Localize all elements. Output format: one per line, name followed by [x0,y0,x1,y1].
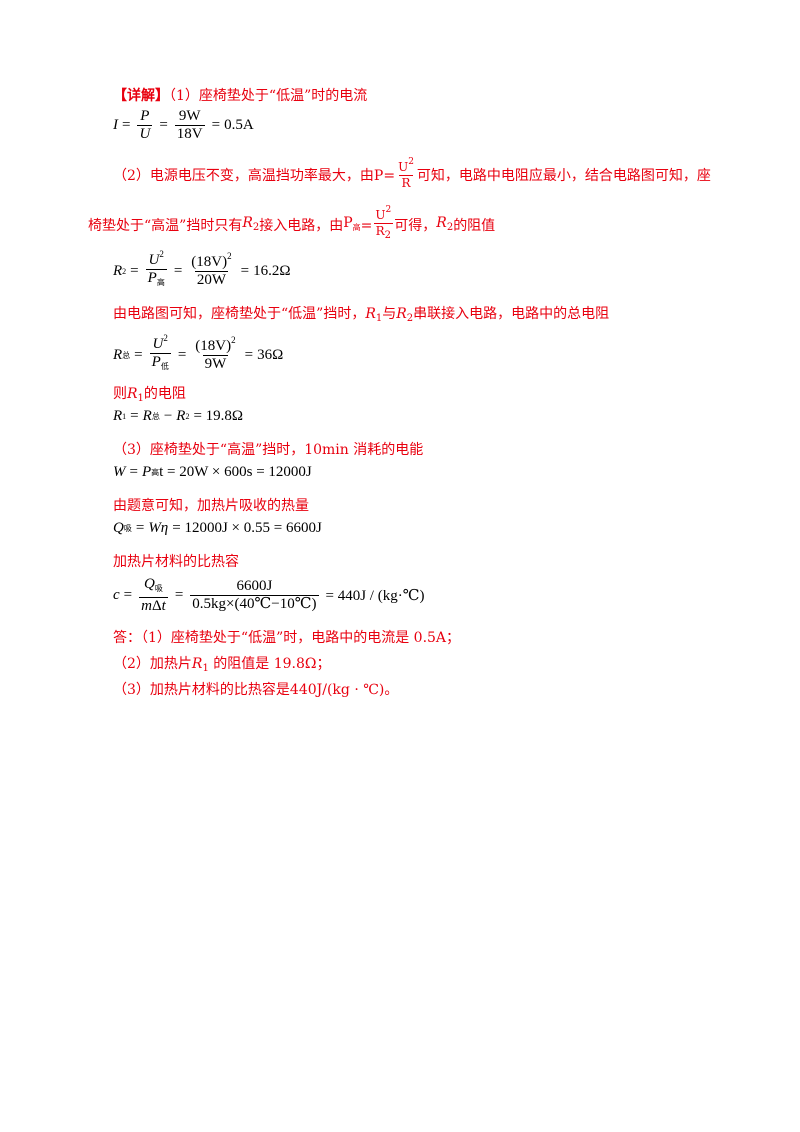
answer-line-1: 答：（1）座椅垫处于“低温”时，电路中的电流是 0.5A； [113,630,461,646]
part3-intro: （3）座椅垫处于“高温”挡时，10min 消耗的电能 [113,442,424,458]
solution-heading-line: 【详解】（1）座椅垫处于“低温”时的电流 [113,86,367,106]
answer-line-2: （2）加热片R1 的阻值是 19.8Ω； [113,656,331,674]
detail-heading: 【详解】 [113,88,169,104]
part2-line4: 则R1的电阻 [113,386,186,404]
specific-heat-line: 加热片材料的比热容 [113,554,239,570]
part2-line3: 由电路图可知，座椅垫处于“低温”挡时，R1与R2串联接入电路，电路中的总电阻 [113,306,610,324]
heat-absorbed-line: 由题意可知，加热片吸收的热量 [113,498,309,514]
part1-intro: （1）座椅垫处于“低温”时的电流 [169,88,368,104]
answer-line-3: （3）加热片材料的比热容是440J/(kg · ℃)。 [113,682,399,698]
